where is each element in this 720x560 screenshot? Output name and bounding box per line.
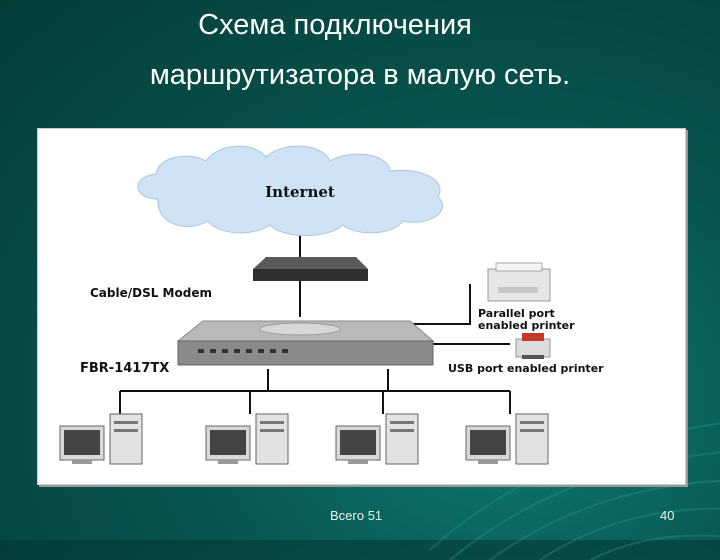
internet-label: Internet [265,183,335,201]
network-diagram: Internet Cable/DSL Modem FBR-1417TX [59,145,604,465]
parallel-printer-icon [487,262,551,302]
network-diagram-panel: Internet Cable/DSL Modem FBR-1417TX [37,128,686,485]
router-icon [176,320,435,366]
connection-lines [119,221,511,414]
computer-icon-4 [465,413,549,465]
usb-printer-label: USB port enabled printer [448,362,604,375]
computer-icon-3 [335,413,419,465]
router-label: FBR-1417TX [80,361,169,376]
computer-icon-2 [205,413,289,465]
usb-printer-icon [515,333,551,359]
internet-cloud [137,145,444,236]
parallel-printer-label-line1: Parallel port [478,307,555,320]
page-number: 40 [660,508,675,523]
slide-title-line-2: маршрутизатора в малую сеть. [149,59,571,91]
computer-icon-1 [59,413,143,465]
parallel-printer-label-line2: enabled printer [478,319,575,332]
line-router-parallel-printer [398,284,471,325]
slide-title-line-1: Схема подключения [198,9,472,41]
modem-icon [253,257,368,281]
modem-label: Cable/DSL Modem [90,286,212,300]
footer-total: Всего 51 [330,508,383,523]
slide-title: Схема подключения маршрутизатора в малую… [0,0,720,100]
